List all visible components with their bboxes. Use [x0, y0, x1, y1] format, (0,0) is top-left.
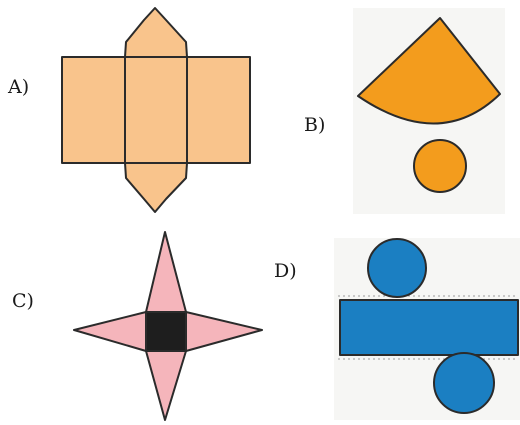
option-a-label: A) [8, 76, 30, 98]
option-b-figure [353, 8, 505, 214]
option-a-figure [61, 7, 251, 213]
pyramid-top-face [145, 231, 187, 313]
prism-middle-face [124, 56, 188, 164]
cylinder-bottom-circle [433, 352, 495, 414]
prism-top-triangle [124, 7, 188, 58]
pyramid-base-square [145, 311, 187, 352]
cone-base-circle [413, 139, 467, 193]
prism-left-face [61, 56, 126, 164]
prism-right-face [186, 56, 251, 164]
cylinder-lateral-rectangle [339, 299, 519, 356]
option-b-label: B) [304, 114, 326, 136]
option-d-figure [334, 238, 520, 420]
option-c-figure [73, 231, 263, 421]
option-d-label: D) [274, 260, 297, 282]
option-c-label: C) [12, 290, 34, 312]
cone-lateral-sector [357, 17, 501, 125]
pyramid-left-face [73, 311, 147, 352]
prism-bottom-triangle [124, 162, 188, 213]
pyramid-right-face [185, 311, 263, 352]
cylinder-top-circle [367, 238, 427, 298]
pyramid-bottom-face [145, 350, 187, 421]
